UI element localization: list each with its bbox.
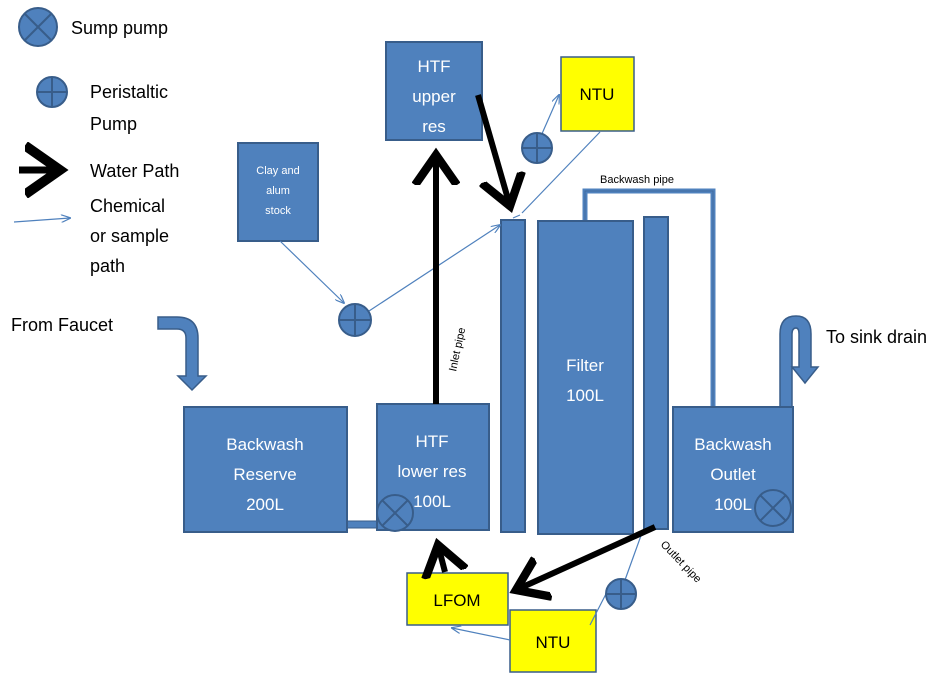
htf-upper-line3: res <box>422 117 446 136</box>
faucet-inlet-arrow <box>157 316 208 392</box>
peristaltic-pump-icon <box>36 76 68 108</box>
legend-peristaltic-label-line2: Pump <box>90 114 137 134</box>
filter-line2: 100L <box>566 386 604 405</box>
backwash-reserve-line1: Backwash <box>226 435 303 454</box>
ntu-bottom-box: NTU <box>509 609 597 673</box>
htf-upper-line1: HTF <box>417 57 450 76</box>
water-path-lfom-to-lower <box>438 545 445 572</box>
backwash-pipe <box>582 188 716 407</box>
inlet-pipe-label: Inlet pipe <box>447 326 468 372</box>
water-path-outlet-to-lfom <box>516 524 657 590</box>
water-path-upper-to-inlet <box>475 94 510 206</box>
legend: Sump pump Peristaltic Pump Water Path Ch… <box>13 7 179 276</box>
sump-pump-icon <box>18 7 58 47</box>
peristaltic-pump-ntu-top-icon <box>521 132 553 164</box>
backwash-outlet-box: Backwash Outlet 100L <box>672 406 794 533</box>
htf-upper-res-box: HTF upper res <box>385 41 483 141</box>
outlet-pipe-label: Outlet pipe <box>658 539 704 586</box>
legend-peristaltic-label-line1: Peristaltic <box>90 82 168 102</box>
sink-drain-arrow <box>779 315 820 408</box>
backwash-pipe-label: Backwash pipe <box>600 174 674 186</box>
htf-lower-line1: HTF <box>415 432 448 451</box>
ntu-top-box: NTU <box>560 56 635 132</box>
htf-lower-line2: lower res <box>398 462 467 481</box>
backwash-outlet-line3: 100L <box>714 495 752 514</box>
ntu-bottom-label: NTU <box>536 633 571 652</box>
to-sink-drain-label: To sink drain <box>826 327 927 347</box>
water-paths <box>436 94 657 590</box>
ntu-top-label: NTU <box>580 85 615 104</box>
clay-alum-stock-box: Clay and alum stock <box>237 142 319 242</box>
sump-pump-lower-res-icon <box>376 494 414 532</box>
connector-pipe <box>345 520 379 529</box>
backwash-reserve-line3: 200L <box>246 495 284 514</box>
htf-upper-line2: upper <box>412 87 456 106</box>
clay-alum-line2: alum <box>266 185 290 197</box>
filter-line1: Filter <box>566 356 604 375</box>
peristaltic-pump-ntu-bottom-icon <box>605 578 637 610</box>
backwash-reserve-box: Backwash Reserve 200L <box>183 406 348 533</box>
clay-alum-line1: Clay and <box>256 165 299 177</box>
backwash-outlet-line1: Backwash <box>694 435 771 454</box>
peristaltic-pump-clay-icon <box>338 303 372 337</box>
legend-chemical-label-line1: Chemical <box>90 196 165 216</box>
chemical-path-arrow-icon <box>13 218 70 222</box>
legend-water-path-label: Water Path <box>90 161 179 181</box>
filter-box: Filter 100L <box>537 220 634 535</box>
backwash-reserve-line2: Reserve <box>233 465 296 484</box>
legend-chemical-label-line3: path <box>90 256 125 276</box>
backwash-outlet-line2: Outlet <box>710 465 756 484</box>
from-faucet-label: From Faucet <box>11 315 113 335</box>
clay-alum-line3: stock <box>265 205 291 217</box>
legend-sump-pump-label: Sump pump <box>71 18 168 38</box>
lfom-box: LFOM <box>406 572 509 626</box>
htf-lower-line3: 100L <box>413 492 451 511</box>
sump-pump-backwash-outlet-icon <box>754 489 792 527</box>
legend-chemical-label-line2: or sample <box>90 226 169 246</box>
lfom-label: LFOM <box>433 591 480 610</box>
inlet-column <box>500 219 526 533</box>
outlet-column <box>643 216 669 530</box>
